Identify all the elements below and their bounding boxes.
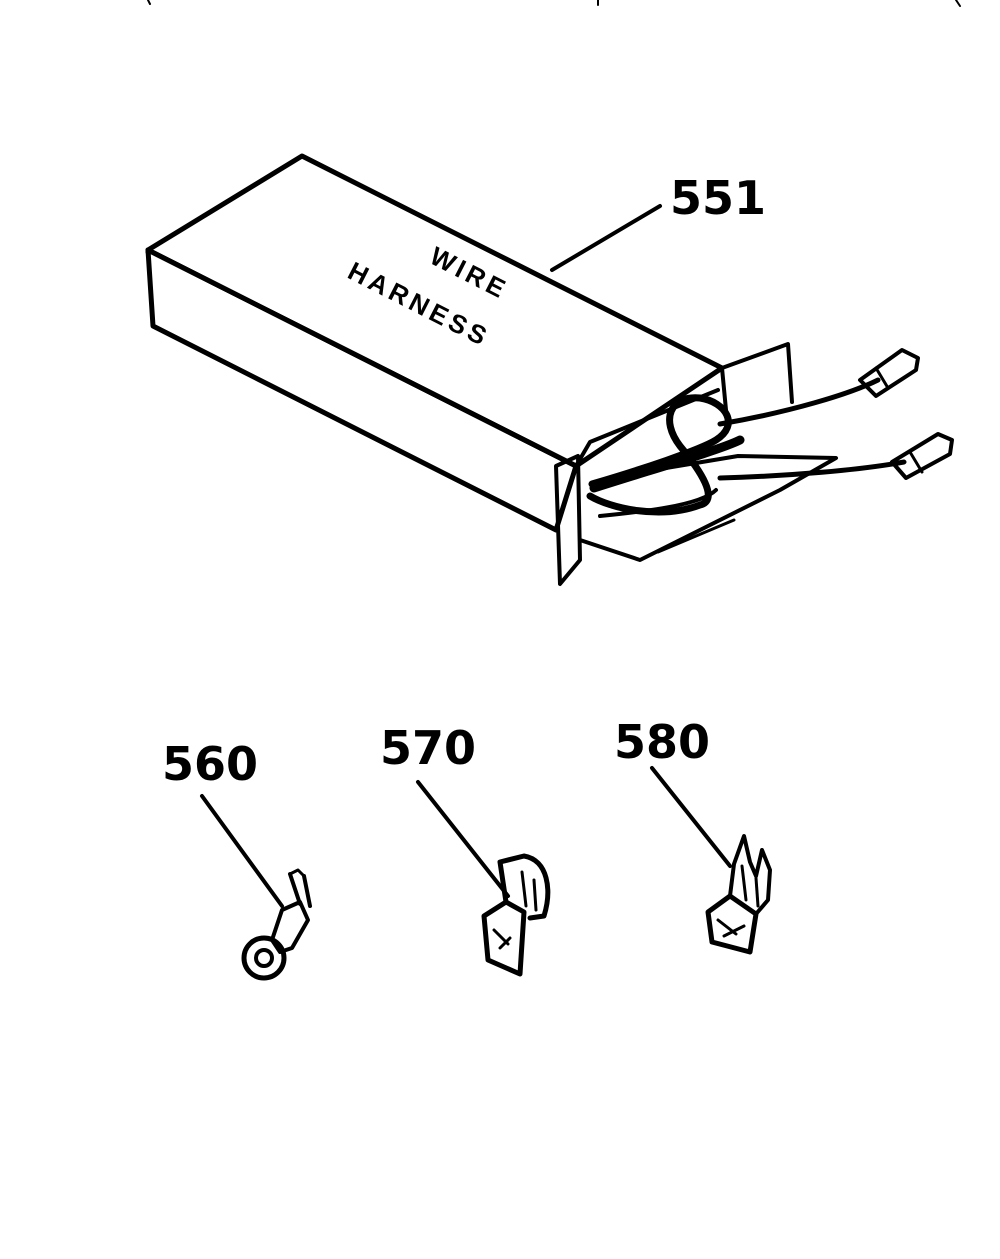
callout-570: 570 xyxy=(380,721,510,898)
callout-551: 551 xyxy=(550,171,766,272)
leader-line-570 xyxy=(416,780,510,898)
upper-wire-connector xyxy=(858,348,920,398)
leader-line-551 xyxy=(550,204,662,272)
ring-terminal xyxy=(241,868,312,981)
lower-wire-connector xyxy=(890,432,954,480)
callout-580: 580 xyxy=(614,715,732,868)
box-label-line1: WIRE xyxy=(425,241,513,306)
spade-terminal xyxy=(705,834,772,955)
callout-label-551: 551 xyxy=(670,171,766,225)
callout-560: 560 xyxy=(162,737,284,908)
callout-label-570: 570 xyxy=(380,721,476,775)
box-bottom-tab xyxy=(554,454,582,586)
callout-label-580: 580 xyxy=(614,715,710,769)
top-edge-marks xyxy=(147,0,961,7)
leader-line-560 xyxy=(200,794,284,908)
box-open-flap xyxy=(720,342,794,404)
box-end-face xyxy=(145,247,579,533)
callout-label-560: 560 xyxy=(162,737,258,791)
harness-wires xyxy=(586,348,954,518)
leader-line-580 xyxy=(650,766,732,868)
flag-terminal xyxy=(481,853,551,977)
